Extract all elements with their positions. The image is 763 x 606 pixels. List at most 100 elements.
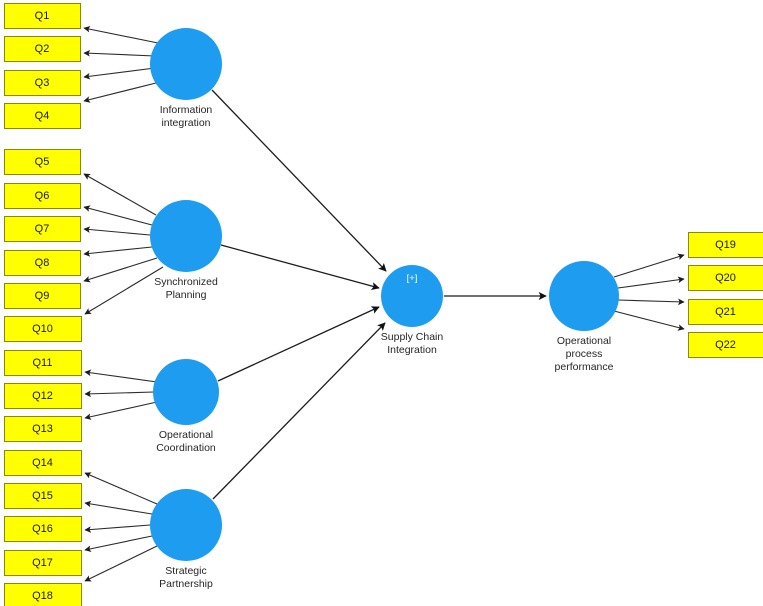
indicator-box-q1[interactable] [4, 3, 81, 29]
indicator-box-q15[interactable] [4, 483, 82, 509]
measurement-path-operational-coordination-to-q11[interactable] [84, 369, 158, 383]
indicator-label-q4: Q4 [35, 110, 50, 122]
structural-path-operational-coordination-to-supply-chain-integration[interactable] [217, 306, 380, 382]
indicator-q9[interactable]: Q9 [4, 283, 81, 309]
indicator-q14[interactable]: Q14 [4, 450, 82, 476]
construct-circle-operational-process-performance[interactable] [549, 261, 619, 331]
indicator-box-q11[interactable] [4, 350, 82, 376]
indicator-q4[interactable]: Q4 [4, 103, 81, 129]
indicator-label-q9: Q9 [35, 290, 50, 302]
structural-path-synchronized-planning-to-supply-chain-integration[interactable] [220, 244, 380, 290]
construct-label-line: Information [160, 104, 213, 116]
indicator-q19[interactable]: Q19 [688, 232, 763, 258]
measurement-path-information-integration-to-q2[interactable] [83, 49, 156, 57]
structural-path-strategic-partnership-to-supply-chain-integration[interactable] [212, 322, 386, 500]
construct-circle-information-integration[interactable] [150, 28, 222, 100]
indicator-q8[interactable]: Q8 [4, 250, 81, 276]
construct-circle-operational-coordination[interactable] [153, 359, 219, 425]
measurement-path-operational-process-performance-to-q21[interactable] [617, 298, 685, 306]
construct-label-line: process [566, 348, 603, 360]
indicator-q1[interactable]: Q1 [4, 3, 81, 29]
indicator-q18[interactable]: Q18 [4, 583, 82, 606]
measurement-path-strategic-partnership-to-q18[interactable] [84, 545, 158, 582]
construct-circle-synchronized-planning[interactable] [150, 200, 222, 272]
measurement-path-synchronized-planning-to-q8[interactable] [83, 246, 153, 257]
measurement-path-information-integration-to-q4[interactable] [83, 81, 161, 103]
measurement-path-strategic-partnership-to-q16[interactable] [84, 524, 151, 533]
indicator-q5[interactable]: Q5 [4, 149, 81, 175]
indicator-q17[interactable]: Q17 [4, 550, 82, 576]
indicator-q20[interactable]: Q20 [688, 265, 763, 291]
indicator-q3[interactable]: Q3 [4, 70, 81, 96]
indicator-label-q14: Q14 [32, 457, 53, 469]
indicator-q10[interactable]: Q10 [4, 316, 82, 342]
indicator-box-q5[interactable] [4, 149, 81, 175]
measurement-path-strategic-partnership-to-q14[interactable] [84, 472, 158, 505]
indicator-box-q4[interactable] [4, 103, 81, 129]
measurement-path-information-integration-to-q1[interactable] [83, 25, 159, 44]
indicator-label-q3: Q3 [35, 77, 50, 89]
measurement-path-operational-process-performance-to-q20[interactable] [617, 276, 685, 289]
construct-label-line: Strategic [165, 565, 206, 577]
indicator-q16[interactable]: Q16 [4, 516, 82, 542]
indicator-q2[interactable]: Q2 [4, 36, 81, 62]
construct-label-line: Partnership [159, 578, 213, 590]
indicator-box-q2[interactable] [4, 36, 81, 62]
indicator-box-q20[interactable] [688, 265, 763, 291]
indicator-box-q7[interactable] [4, 216, 81, 242]
indicator-box-q8[interactable] [4, 250, 81, 276]
measurement-path-synchronized-planning-to-q5[interactable] [83, 173, 157, 216]
indicator-box-q18[interactable] [4, 583, 82, 606]
construct-label-line: Operational [557, 335, 611, 347]
indicator-q11[interactable]: Q11 [4, 350, 82, 376]
measurement-path-operational-coordination-to-q12[interactable] [84, 390, 155, 398]
indicator-q22[interactable]: Q22 [688, 332, 763, 358]
measurement-path-strategic-partnership-to-q15[interactable] [84, 500, 153, 515]
indicator-box-q12[interactable] [4, 383, 82, 409]
indicator-q15[interactable]: Q15 [4, 483, 82, 509]
indicator-q13[interactable]: Q13 [4, 416, 82, 442]
indicator-q21[interactable]: Q21 [688, 299, 763, 325]
indicator-label-q22: Q22 [715, 339, 736, 351]
indicator-box-q6[interactable] [4, 183, 81, 209]
indicator-q12[interactable]: Q12 [4, 383, 82, 409]
measurement-path-strategic-partnership-to-q17[interactable] [84, 535, 153, 553]
structural-path-information-integration-to-supply-chain-integration[interactable] [211, 89, 387, 272]
measurement-path-operational-process-performance-to-q19[interactable] [613, 253, 685, 278]
measurement-path-operational-process-performance-to-q22[interactable] [613, 310, 685, 331]
measurement-path-synchronized-planning-to-q7[interactable] [83, 226, 151, 236]
indicator-group: Q1Q2Q3Q4Q5Q6Q7Q8Q9Q10Q11Q12Q13Q14Q15Q16Q… [4, 3, 763, 606]
measurement-path-synchronized-planning-to-q10[interactable] [84, 266, 164, 315]
indicator-label-q10: Q10 [32, 323, 53, 335]
indicator-box-q13[interactable] [4, 416, 82, 442]
measurement-path-information-integration-to-q3[interactable] [83, 67, 156, 80]
indicator-q7[interactable]: Q7 [4, 216, 81, 242]
indicator-box-q19[interactable] [688, 232, 763, 258]
measurement-path-synchronized-planning-to-q6[interactable] [83, 205, 153, 226]
indicator-box-q16[interactable] [4, 516, 82, 542]
construct-label-line: Operational [159, 429, 213, 441]
indicator-q6[interactable]: Q6 [4, 183, 81, 209]
measurement-path-synchronized-planning-to-q9[interactable] [83, 257, 158, 283]
measurement-path-operational-coordination-to-q13[interactable] [84, 401, 158, 420]
indicator-box-q3[interactable] [4, 70, 81, 96]
construct-circle-strategic-partnership[interactable] [150, 489, 222, 561]
indicator-box-q22[interactable] [688, 332, 763, 358]
construct-label-line: Integration [387, 344, 437, 356]
indicator-box-q17[interactable] [4, 550, 82, 576]
indicator-box-q21[interactable] [688, 299, 763, 325]
construct-circle-supply-chain-integration[interactable] [381, 265, 443, 327]
indicator-box-q9[interactable] [4, 283, 81, 309]
indicator-box-q14[interactable] [4, 450, 82, 476]
indicator-box-q10[interactable] [4, 316, 82, 342]
